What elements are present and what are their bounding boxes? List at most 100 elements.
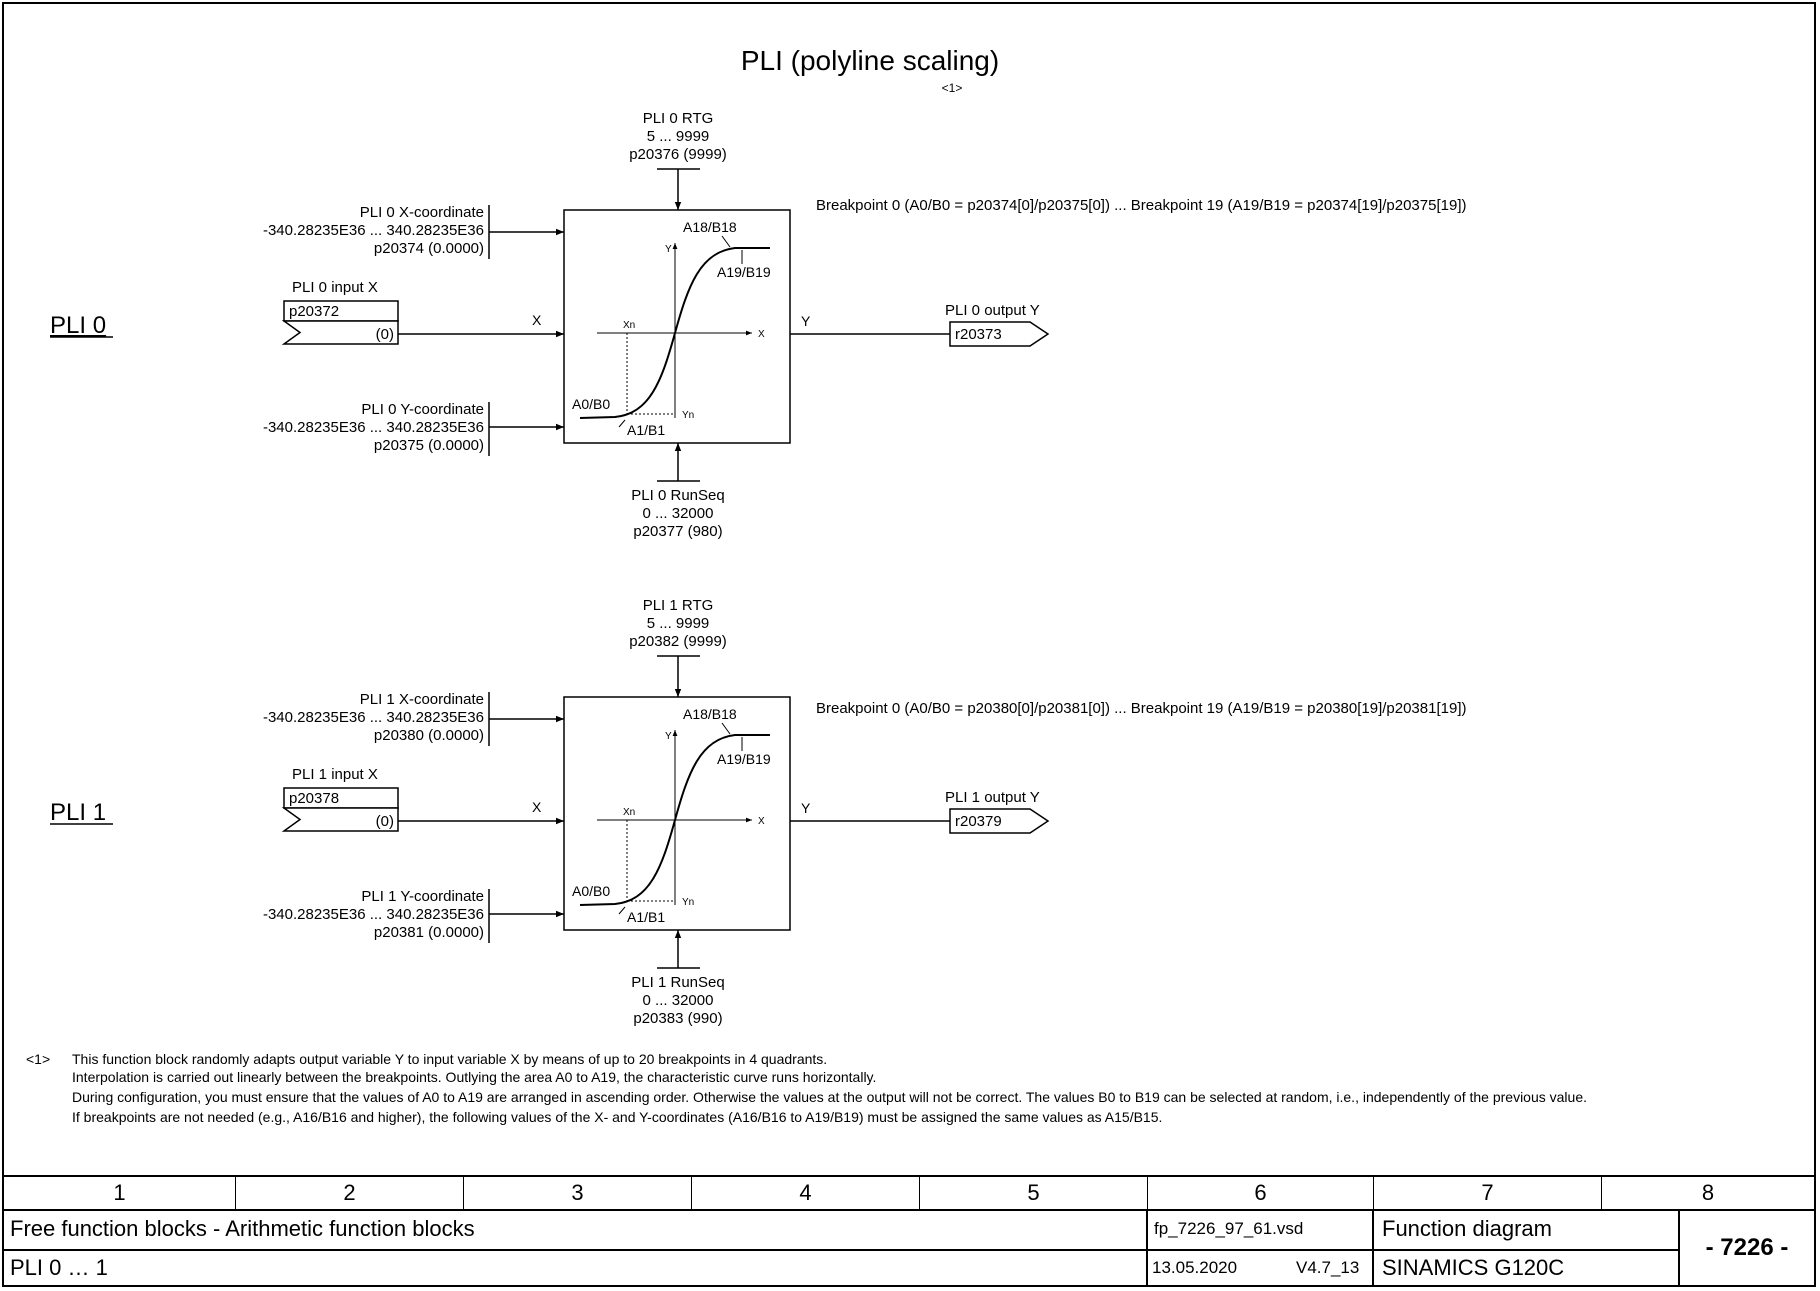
footer-page-number: - 7226 - (1705, 1234, 1789, 1261)
pli-0-rtg-param: p20376 (9999) (629, 146, 727, 163)
pli-1-breakpoint-a18-leader (721, 722, 731, 735)
pli-1-graph-x-axis-label: X (758, 816, 765, 827)
footnote-text: If breakpoints are not needed (e.g., A16… (72, 1109, 1163, 1125)
footer-document-type: Function diagram (1382, 1216, 1552, 1241)
footer-date: 13.05.2020 (1152, 1258, 1238, 1277)
title-block-rule (4, 1209, 1814, 1211)
page-title: PLI (polyline scaling) (741, 45, 999, 76)
pli-1-input-param: p20378 (289, 790, 339, 807)
pli-1-output-label: PLI 1 output Y (945, 789, 1040, 806)
pli-0-ycoord-range: -340.28235E36 ... 340.28235E36 (263, 419, 484, 436)
pli-0-output-connector (949, 321, 1050, 347)
footer-description-1: Free function blocks - Arithmetic functi… (10, 1216, 475, 1241)
column-number: 7 (1374, 1177, 1602, 1209)
pli-0-output-param: r20373 (955, 326, 1002, 343)
footnote-line: <1> This function block randomly adapts … (26, 1050, 1806, 1068)
pli-1-xcoord-param: p20380 (0.0000) (374, 727, 484, 744)
pli-0-runseq-name: PLI 0 RunSeq (631, 487, 724, 504)
title-block: 1 2 3 4 5 6 7 8 Free function blocks - A… (4, 1175, 1814, 1287)
pli-0-breakpoint-a0: A0/B0 (572, 396, 610, 412)
pli-1-runseq-name: PLI 1 RunSeq (631, 974, 724, 991)
pli-1-breakpoint-a0: A0/B0 (572, 883, 610, 899)
pli-1-rtg-param: p20382 (9999) (629, 633, 727, 650)
pli-0-breakpoint-a1-leader (618, 419, 626, 428)
pli-0-graph-yn-label: Yn (682, 410, 694, 421)
pli-0-input-connector (281, 320, 399, 345)
pli-1-rtg-range: 5 ... 9999 (647, 615, 710, 632)
pli-0-runseq-range: 0 ... 32000 (643, 505, 714, 522)
title-block-divider (1146, 1209, 1148, 1287)
column-number: 2 (236, 1177, 464, 1209)
pli-1-ycoord-param: p20381 (0.0000) (374, 924, 484, 941)
column-number: 5 (920, 1177, 1148, 1209)
pli-0-graph-y-axis-label: Y (665, 244, 672, 255)
pli-0-y-signal-label: Y (801, 313, 811, 329)
pli-0-breakpoint-a18-leader (721, 235, 731, 248)
pli-0-graph-xn-label: Xn (623, 320, 635, 331)
pli-1-runseq-range: 0 ... 32000 (643, 992, 714, 1009)
footer-version: V4.7_13 (1296, 1258, 1360, 1277)
column-number: 1 (4, 1177, 236, 1209)
pli-1-y-signal-label: Y (801, 800, 811, 816)
pli-0-input-label: PLI 0 input X (292, 279, 378, 296)
pli-1-breakpoint-a1-leader (618, 906, 626, 915)
title-block-divider (1678, 1209, 1680, 1287)
pli-0-xcoord-name: PLI 0 X-coordinate (360, 204, 484, 221)
footnote-line: Interpolation is carried out linearly be… (26, 1068, 1806, 1086)
footnote-marker: <1> (26, 1051, 51, 1067)
column-number: 4 (692, 1177, 920, 1209)
pli-1-input-default: (0) (376, 813, 394, 830)
pli-1-breakpoint-a18: A18/B18 (683, 706, 737, 722)
pli-1-input-connector (281, 807, 399, 832)
footnote-text: This function block randomly adapts outp… (72, 1051, 828, 1067)
pli-1-graph-xn-label: Xn (623, 807, 635, 818)
pli-1-graph-y-axis-label: Y (665, 731, 672, 742)
pli-0-output-label: PLI 0 output Y (945, 302, 1040, 319)
pli-1-rtg-name: PLI 1 RTG (643, 597, 714, 614)
title-block-divider (1372, 1209, 1374, 1287)
pli-1-graph-yn-label: Yn (682, 897, 694, 908)
pli-0-ycoord-param: p20375 (0.0000) (374, 437, 484, 454)
footnote-line: During configuration, you must ensure th… (26, 1088, 1806, 1106)
footnotes: <1> This function block randomly adapts … (26, 1050, 1806, 1126)
pli-1-runseq-param: p20383 (990) (633, 1010, 722, 1027)
pli-1-xcoord-range: -340.28235E36 ... 340.28235E36 (263, 709, 484, 726)
pli-0-characteristic-curve (579, 247, 770, 419)
footnote-text: Interpolation is carried out linearly be… (72, 1069, 877, 1085)
pli-1-breakpoint-a19: A19/B19 (717, 751, 771, 767)
column-number: 8 (1701, 1180, 1715, 1205)
pli-1-output-connector (949, 808, 1050, 834)
pli-1-xcoord-name: PLI 1 X-coordinate (360, 691, 484, 708)
pli-1-input-label: PLI 1 input X (292, 766, 378, 783)
pli-0-breakpoint-a19: A19/B19 (717, 264, 771, 280)
pli-0-rtg-range: 5 ... 9999 (647, 128, 710, 145)
pli-0-breakpoint-a18: A18/B18 (683, 219, 737, 235)
pli-1-output-param: r20379 (955, 813, 1002, 830)
footer-file-name: fp_7226_97_61.vsd (1154, 1219, 1304, 1238)
pli-0-label: PLI 0 (50, 312, 106, 339)
pli-1-breakpoint-a1: A1/B1 (627, 909, 665, 925)
pli-0-xcoord-param: p20374 (0.0000) (374, 240, 484, 257)
pli-1-breakpoint-text: Breakpoint 0 (A0/B0 = p20380[0]/p20381[0… (816, 700, 1466, 717)
pli-0-block-group: PLI 0 PLI 0 RTG 5 ... 9999 p20376 (9999)… (50, 110, 1466, 540)
pli-0-input-param: p20372 (289, 303, 339, 320)
pli-1-block-group: PLI 1 PLI 1 RTG 5 ... 9999 p20382 (9999)… (50, 597, 1466, 1027)
pli-0-breakpoint-a1: A1/B1 (627, 422, 665, 438)
pli-0-xcoord-range: -340.28235E36 ... 340.28235E36 (263, 222, 484, 239)
pli-1-label: PLI 1 (50, 799, 106, 826)
pli-0-breakpoint-text: Breakpoint 0 (A0/B0 = p20374[0]/p20375[0… (816, 197, 1466, 214)
pli-0-input-default: (0) (376, 326, 394, 343)
footer-product: SINAMICS G120C (1382, 1255, 1565, 1280)
pli-1-ycoord-name: PLI 1 Y-coordinate (361, 888, 484, 905)
pli-1-ycoord-range: -340.28235E36 ... 340.28235E36 (263, 906, 484, 923)
pli-0-ycoord-name: PLI 0 Y-coordinate (361, 401, 484, 418)
footer-description-2: PLI 0 … 1 (10, 1255, 108, 1280)
column-number: 6 (1148, 1177, 1374, 1209)
title-footnote-ref: <1> (942, 81, 963, 95)
pli-1-x-signal-label: X (532, 799, 542, 815)
column-number: 3 (464, 1177, 692, 1209)
title-block-rule (4, 1249, 1680, 1251)
footnote-text: During configuration, you must ensure th… (72, 1089, 1588, 1105)
pli-0-graph-x-axis-label: X (758, 329, 765, 340)
